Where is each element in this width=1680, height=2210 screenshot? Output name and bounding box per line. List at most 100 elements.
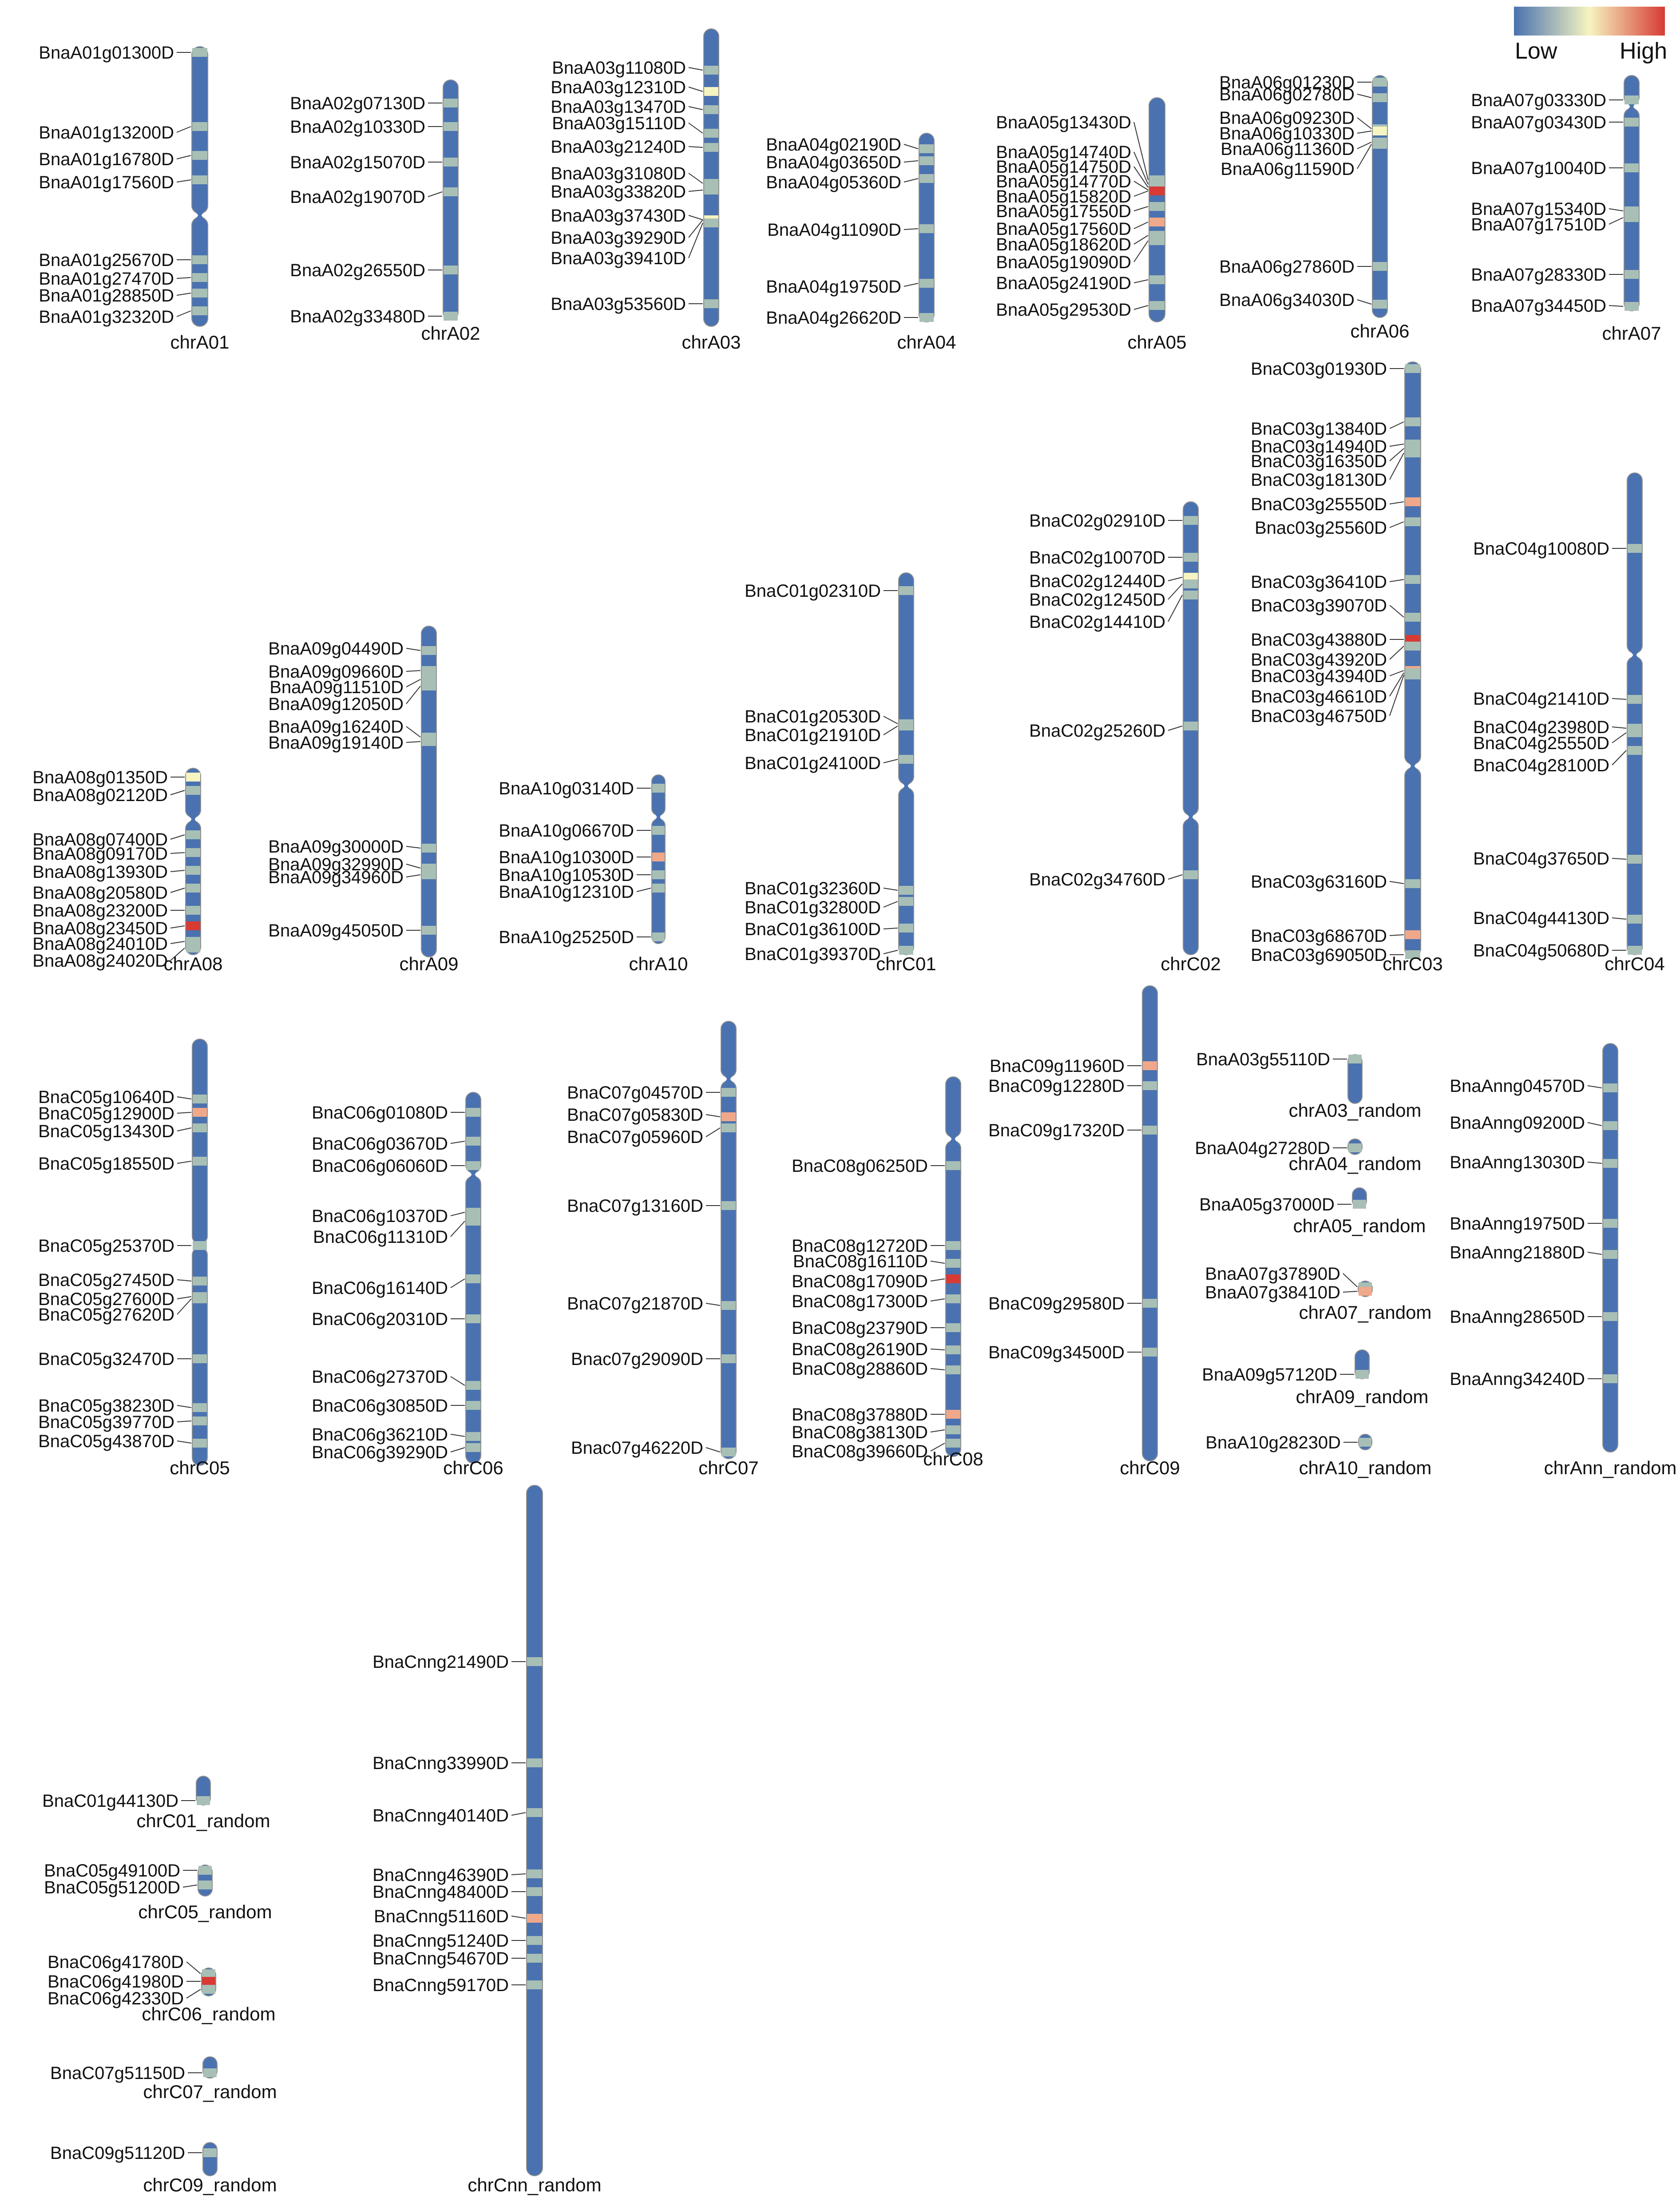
centromere-mark — [186, 809, 201, 830]
gene-band — [1603, 1312, 1617, 1321]
chromosome-chrA10: BnaA10g03140DBnaA10g06670DBnaA10g10300DB… — [499, 774, 688, 974]
chromosome-chrC03: BnaC03g01930DBnaC03g13840DBnaC03g14940DB… — [1251, 359, 1443, 974]
gene-band — [466, 1274, 480, 1283]
centromere-mark — [192, 205, 208, 226]
chromosome-arm — [1183, 501, 1199, 816]
gene-band — [192, 175, 207, 184]
chromosome-arm — [1183, 818, 1199, 955]
gene-leader-line — [450, 1376, 465, 1386]
gene-band — [192, 48, 207, 57]
chromosome-label: chrC05 — [170, 1457, 230, 1478]
gene-band — [1603, 1250, 1617, 1259]
gene-label: BnaC05g39770D — [38, 1412, 174, 1432]
chromosome-chrCnn_random: BnaCnng21490DBnaCnng33990DBnaCnng40140DB… — [372, 1485, 602, 2195]
gene-band — [704, 218, 718, 227]
gene-label: BnaA07g37890D — [1205, 1264, 1340, 1284]
gene-band — [193, 1157, 207, 1166]
gene-label: BnaA05g14770D — [996, 172, 1131, 191]
chromosome-label: chrA07 — [1602, 323, 1661, 344]
gene-band — [946, 1259, 960, 1268]
chromosome-body — [1372, 75, 1388, 318]
gene-label: BnaC08g06250D — [792, 1156, 928, 1176]
gene-label: BnaC01g21910D — [745, 726, 881, 745]
gene-band — [444, 122, 458, 131]
gene-band — [899, 722, 913, 730]
legend-high-label: High — [1620, 38, 1667, 64]
chromosome-chrC07: BnaC07g04570DBnaC07g05830DBnaC07g05960DB… — [567, 1021, 759, 1478]
centromere-mark — [721, 1068, 736, 1090]
gene-label: BnaA07g03330D — [1471, 91, 1606, 110]
gene-band — [1143, 1299, 1157, 1308]
gene-label: BnaC06g10370D — [312, 1206, 448, 1226]
chromosome-chrA01: BnaA01g01300DBnaA01g13200DBnaA01g16780DB… — [39, 43, 229, 353]
chromosome-chrC02: BnaC02g02910DBnaC02g10070DBnaC02g12440DB… — [1029, 501, 1221, 974]
gene-leader-line — [1343, 1273, 1358, 1287]
gene-label: BnaA03g11080D — [552, 58, 686, 78]
gene-band — [444, 266, 458, 274]
centromere-mark — [946, 1128, 961, 1150]
gene-leader-line — [450, 1447, 465, 1452]
gene-band — [899, 924, 913, 932]
chromosome-label: chrA05_random — [1293, 1215, 1426, 1236]
gene-band — [919, 156, 934, 165]
gene-label: BnaC04g44130D — [1473, 909, 1609, 928]
gene-label: BnaC02g12440D — [1029, 571, 1165, 591]
gene-band — [919, 174, 934, 183]
gene-leader-line — [170, 925, 185, 928]
gene-label: BnaA07g15340D — [1471, 199, 1606, 219]
gene-band — [919, 279, 934, 288]
gene-label: BnaCnng40140D — [372, 1806, 509, 1825]
gene-label: BnaC08g28860D — [792, 1359, 928, 1379]
gene-band — [652, 826, 665, 835]
gene-label: BnaC09g51120D — [50, 2143, 185, 2163]
gene-band — [1628, 695, 1642, 704]
gene-label: BnaC03g16350D — [1251, 452, 1387, 471]
gene-label: BnaC06g16140D — [312, 1278, 448, 1298]
gene-band — [193, 1123, 207, 1132]
gene-label: BnaC04g23980D — [1473, 718, 1609, 737]
chromosome-chrA04: BnaA04g02190DBnaA04g03650DBnaA04g05360DB… — [766, 133, 956, 353]
gene-band — [422, 870, 436, 879]
gene-leader-line — [176, 293, 191, 296]
chromosome-label: chrA01 — [170, 332, 229, 353]
gene-leader-line — [176, 310, 191, 317]
gene-label: BnaC02g12450D — [1029, 590, 1165, 610]
gene-band — [186, 884, 200, 893]
gene-label: BnaA07g03430D — [1471, 113, 1606, 132]
gene-label: BnaA03g13470D — [551, 97, 686, 117]
chromosome-body — [443, 79, 459, 320]
gene-band — [1628, 946, 1642, 955]
gene-leader-line — [883, 950, 898, 954]
gene-label: BnaA08g23200D — [32, 901, 168, 921]
gene-label: BnaC02g14410D — [1029, 612, 1165, 632]
gene-leader-line — [406, 864, 421, 869]
gene-band — [193, 1416, 207, 1425]
chromosome-label: chrA08 — [163, 953, 222, 974]
gene-label: BnaA01g28850D — [39, 286, 174, 306]
gene-label: BnaA05g14740D — [996, 143, 1131, 162]
gene-band — [1373, 78, 1387, 87]
gene-label: BnaA09g12050D — [268, 694, 404, 714]
gene-label: BnaA07g10040D — [1471, 159, 1606, 178]
gene-band — [1628, 915, 1642, 924]
gene-label: BnaC06g20310D — [312, 1309, 448, 1329]
gene-label: BnaA06g27860D — [1219, 257, 1355, 277]
gene-leader-line — [186, 1961, 201, 1974]
gene-band — [1373, 262, 1387, 271]
gene-band — [1628, 728, 1642, 737]
gene-leader-line — [177, 1112, 192, 1114]
gene-leader-line — [177, 1298, 192, 1315]
gene-label: BnaA09g16240D — [268, 717, 404, 737]
gene-band — [1405, 930, 1420, 939]
chromosome-body — [1142, 985, 1158, 1461]
gene-label: BnaA01g01300D — [39, 43, 174, 63]
gene-label: BnaC06g11310D — [313, 1227, 448, 1247]
gene-leader-line — [1133, 279, 1149, 283]
gene-leader-line — [511, 1873, 526, 1875]
gene-band — [1184, 722, 1198, 730]
gene-band — [202, 1977, 215, 1986]
gene-band — [1149, 202, 1165, 211]
gene-label: BnaA05g37000D — [1199, 1195, 1335, 1214]
